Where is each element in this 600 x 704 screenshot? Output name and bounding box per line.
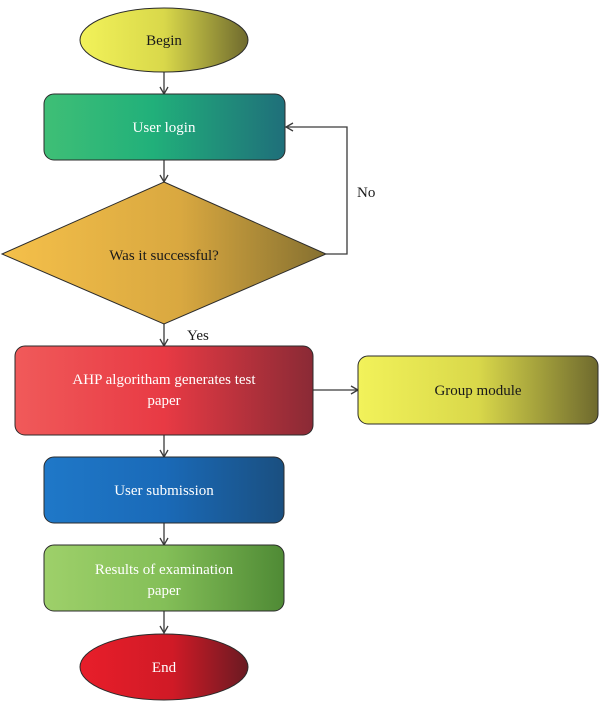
edges [159,72,360,635]
edge-decision-no-loop [284,122,348,255]
node-end-label: End [152,660,177,676]
node-group-module-label: Group module [434,383,521,399]
edge-label-yes: Yes [187,328,209,344]
node-user-login: User login [43,93,286,161]
edge-label-no: No [357,185,375,201]
node-user-submission-label: User submission [114,483,214,499]
node-user-login-label: User login [133,120,196,136]
node-begin-label: Begin [146,33,182,49]
node-ahp-label-line-2: paper [147,393,180,409]
node-results-label-line-1: Results of examination [95,562,234,578]
node-ahp-label-line-1: AHP algoritham generates test [72,372,256,388]
node-end: End [79,633,249,701]
node-decision: Was it successful? [0,181,328,325]
node-group-module: Group module [357,355,599,425]
node-results-label-line-2: paper [147,583,180,599]
node-user-submission: User submission [43,456,285,524]
node-ahp: AHP algoritham generates test paper [14,345,314,436]
node-begin: Begin [79,7,249,73]
node-decision-label: Was it successful? [109,248,219,264]
node-results: Results of examination paper [43,544,285,612]
